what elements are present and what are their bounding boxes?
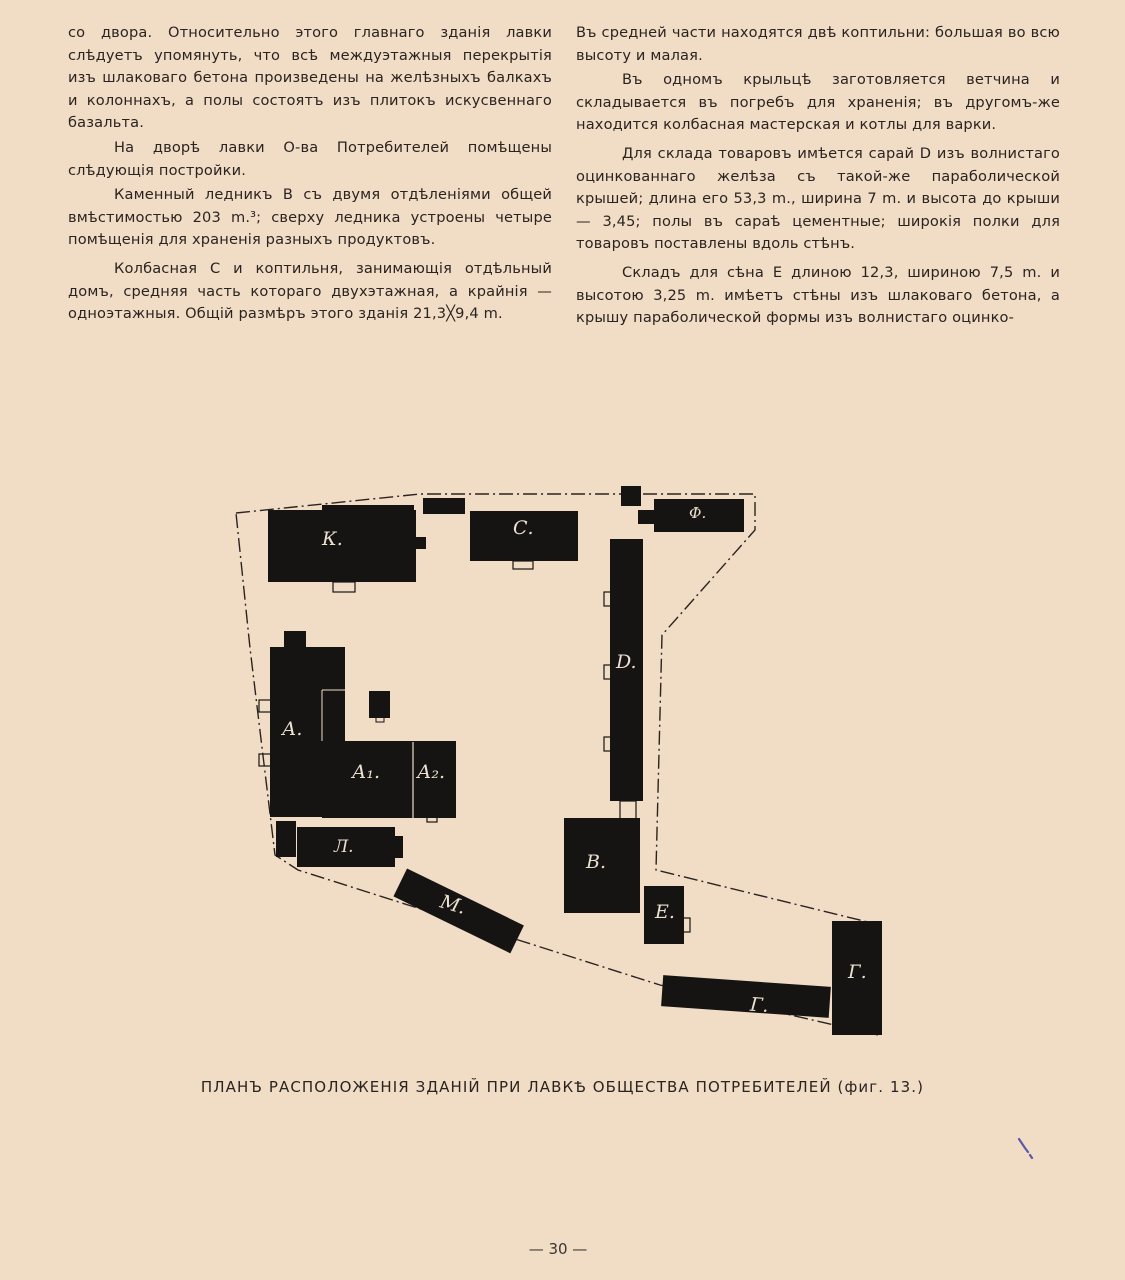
- building-k: [268, 510, 416, 582]
- building-b: [564, 818, 640, 913]
- label-c: С.: [513, 517, 534, 539]
- paragraph-left-3: Каменный ледникъ В съ двумя отдѣленіями …: [68, 186, 552, 249]
- paragraph-right-3: Для склада товаровъ имѣется сарай D изъ …: [576, 144, 1060, 253]
- plan-buildings: [258, 486, 882, 1035]
- paragraph-right-4: Складъ для сѣна E длиною 12,3, шириною 7…: [576, 263, 1060, 327]
- building-g: [661, 975, 831, 1018]
- building-square-mid: [369, 691, 390, 718]
- building-d: [610, 539, 643, 801]
- label-l: Л.: [333, 837, 354, 857]
- paragraph-right-1: Въ средней части находятся двѣ коптильни…: [576, 24, 1060, 64]
- paragraph-left-4: Колбасная С и коптильня, занимающія отдѣ…: [68, 259, 552, 323]
- label-t: Г.: [847, 961, 867, 983]
- building-f: [654, 499, 744, 532]
- building-l: [297, 827, 395, 867]
- building-small-top: [423, 498, 465, 514]
- ink-mark-icon: [1017, 1137, 1034, 1160]
- building-m: [393, 868, 524, 954]
- building-square-top: [621, 486, 641, 506]
- building-t: [832, 921, 882, 1035]
- building-e: [644, 886, 684, 944]
- label-k: К.: [321, 528, 343, 550]
- label-g: Г.: [748, 994, 769, 1017]
- paragraph-left-2: На дворѣ лавки О-ва Потребителей помѣщен…: [68, 138, 552, 179]
- label-f: Ф.: [689, 504, 706, 522]
- paragraph-left-1: со двора. Относительно этого главнаго зд…: [68, 24, 552, 132]
- label-e: Е.: [654, 901, 675, 923]
- page-number: — 30 —: [528, 1240, 588, 1258]
- figure-caption: ПЛАНЪ РАСПОЛОЖЕНІЯ ЗДАНІЙ ПРИ ЛАВКѢ ОБЩЕ…: [200, 1078, 925, 1096]
- label-d: D.: [615, 651, 637, 673]
- text-column-right: Въ средней части находятся двѣ коптильни…: [576, 22, 1060, 332]
- label-b: В.: [585, 851, 606, 873]
- building-c: [470, 511, 578, 561]
- label-a2: А₂.: [415, 761, 445, 783]
- label-a1: А₁.: [350, 761, 380, 783]
- label-a: А.: [280, 718, 302, 740]
- paragraph-right-2: Въ одномъ крыльцѣ заготовляется ветчина …: [576, 71, 1060, 134]
- text-column-left: со двора. Относительно этого главнаго зд…: [68, 22, 552, 328]
